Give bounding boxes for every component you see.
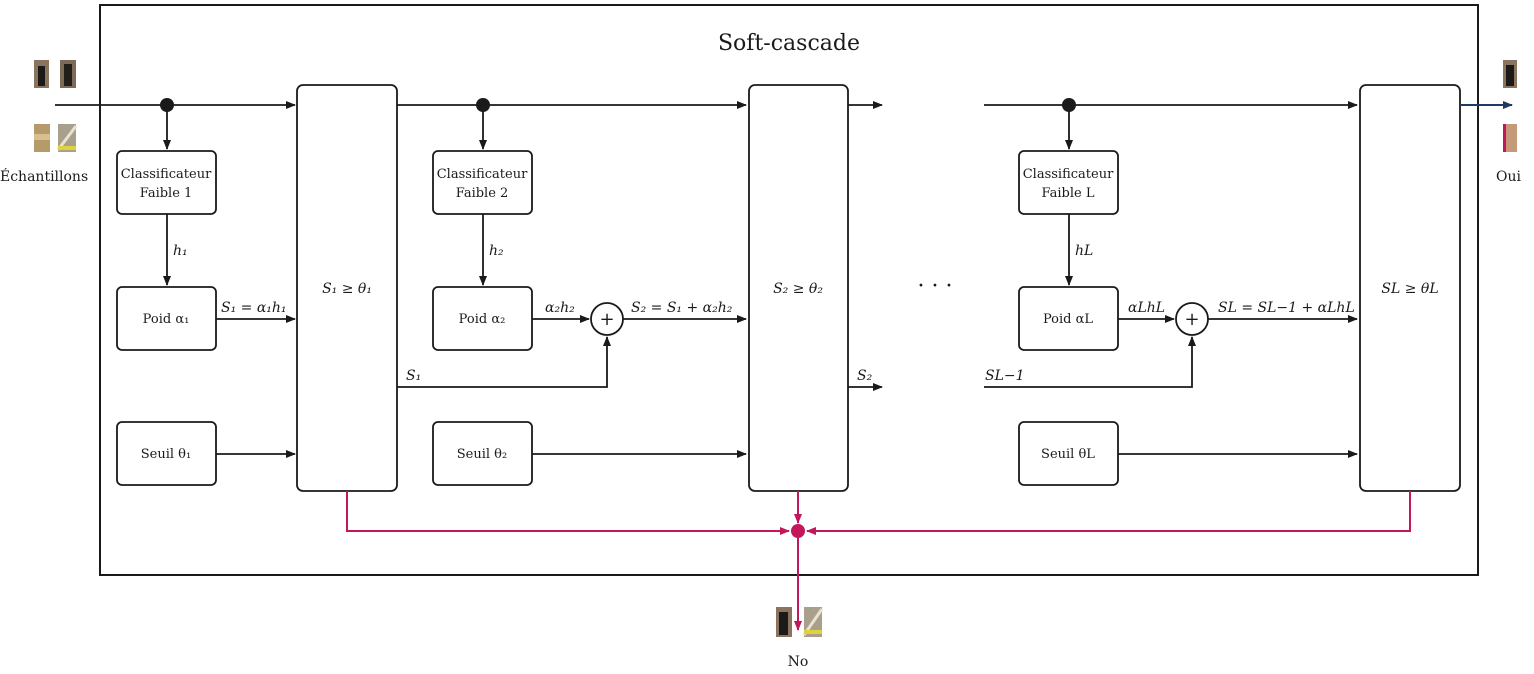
- threshold-L-label: Seuil θL: [1041, 447, 1095, 462]
- hL-label: hL: [1075, 243, 1093, 259]
- decision-2-label: S₂ ≥ θ₂: [773, 281, 823, 297]
- reject-junction: [791, 524, 805, 538]
- weight-2-out-label: α₂h₂: [545, 300, 575, 316]
- input-sample-thumbnails: [34, 60, 78, 152]
- weak-classifier-1-box: [116, 150, 217, 215]
- decision-1-label: S₁ ≥ θ₁: [322, 281, 372, 297]
- accept-label: Oui: [1496, 169, 1521, 185]
- carry-2-label: S₂: [857, 368, 873, 384]
- diagram-title: Soft-cascade: [718, 31, 860, 56]
- accept-sample-thumbnails: [1503, 60, 1517, 152]
- weak-classifier-2-box: [432, 150, 533, 215]
- weight-1-label: Poid α₁: [143, 312, 190, 327]
- sum-L-label: SL = SL−1 + αLhL: [1218, 300, 1355, 316]
- classifier-L-line2: Faible L: [1042, 186, 1095, 201]
- threshold-1-label: Seuil θ₁: [141, 447, 191, 462]
- classifier-1-line2: Faible 1: [140, 186, 193, 201]
- classifier-1-line1: Classificateur: [121, 167, 212, 182]
- sum-2-label: S₂ = S₁ + α₂h₂: [631, 300, 733, 316]
- threshold-2-label: Seuil θ₂: [457, 447, 507, 462]
- reject-path-1: [346, 491, 790, 535]
- decision-L-label: SL ≥ θL: [1381, 281, 1438, 297]
- adder-2-symbol: +: [599, 309, 614, 330]
- reject-path-L: [806, 491, 1411, 535]
- weight-2-label: Poid α₂: [459, 312, 506, 327]
- classifier-2-line1: Classificateur: [437, 167, 528, 182]
- adder-L-symbol: +: [1184, 309, 1199, 330]
- reject-sample-thumbnails: [776, 607, 824, 637]
- h1-label: h₁: [173, 243, 188, 259]
- classifier-L-line1: Classificateur: [1023, 167, 1114, 182]
- sum-1-label: S₁ = α₁h₁: [221, 300, 287, 316]
- classifier-2-line2: Faible 2: [456, 186, 509, 201]
- input-label: Échantillons: [0, 167, 88, 185]
- carry-1-label: S₁: [406, 368, 421, 384]
- h2-label: h₂: [489, 243, 504, 259]
- weak-classifier-L-box: [1018, 150, 1119, 215]
- weight-L-out-label: αLhL: [1128, 300, 1165, 316]
- weight-L-label: Poid αL: [1043, 312, 1093, 327]
- ellipsis: · · ·: [918, 274, 953, 299]
- carry-in-L-label: SL−1: [985, 368, 1025, 384]
- cascade-frame: [99, 4, 1479, 576]
- reject-label: No: [788, 654, 809, 670]
